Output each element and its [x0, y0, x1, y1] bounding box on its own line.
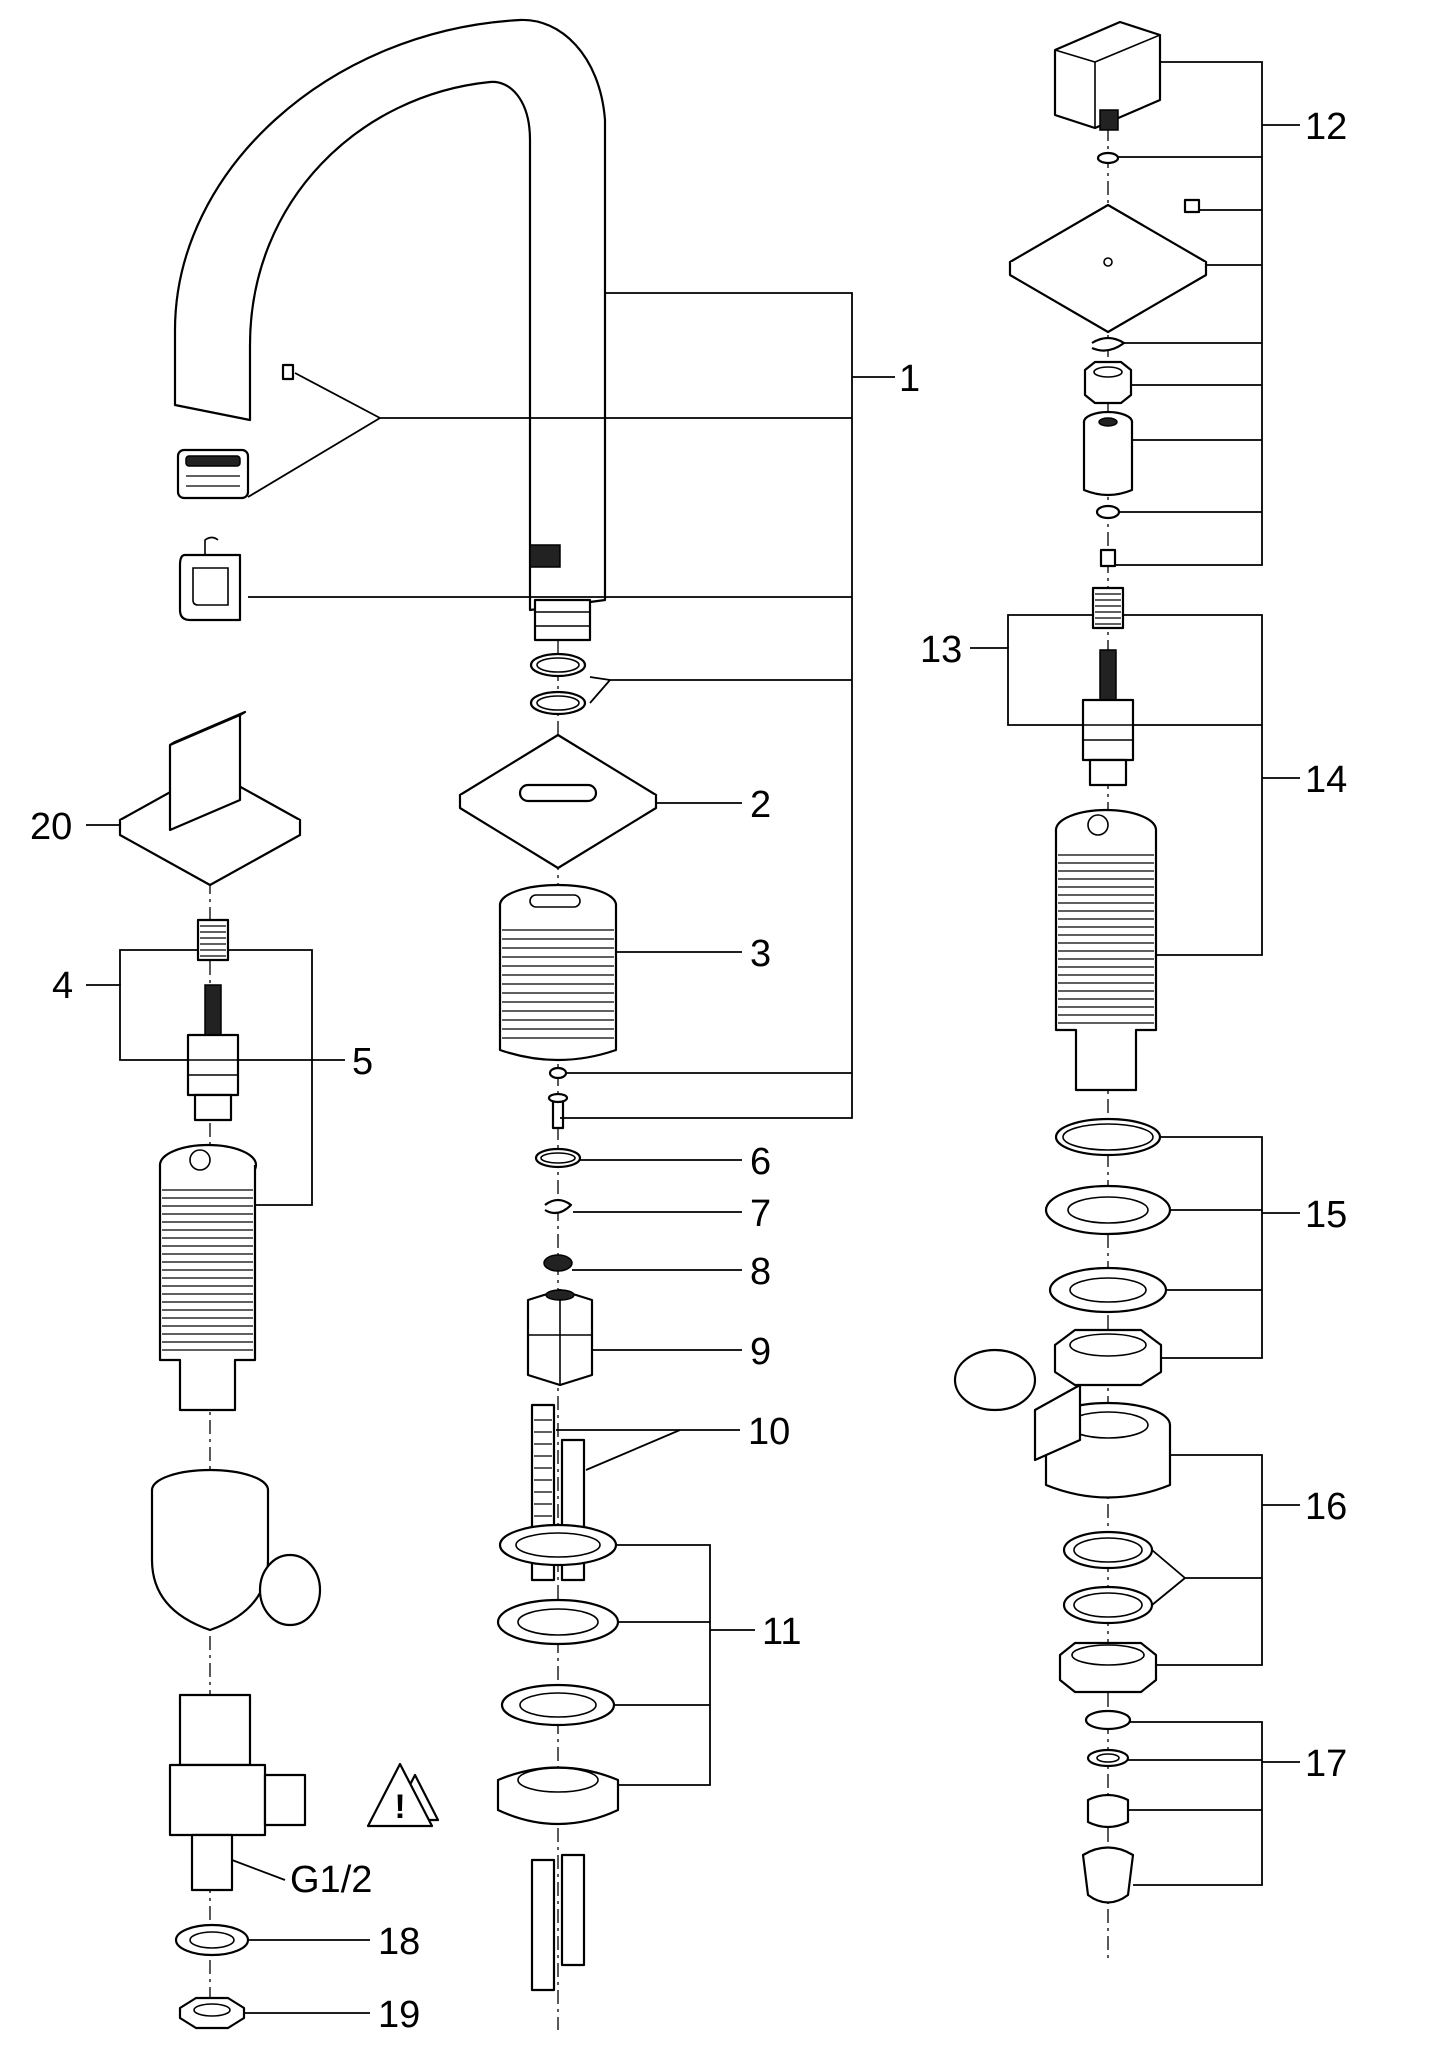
callout-5: 5: [352, 1041, 373, 1083]
brand-mark-icon: [529, 544, 561, 568]
right-clip: [1091, 336, 1126, 352]
warning-symbol: !: [394, 1788, 405, 1826]
right-hex-nut: [1083, 360, 1133, 405]
spout-o-rings: [529, 652, 587, 716]
callout-18: 18: [378, 1921, 420, 1963]
callout-7: 7: [750, 1193, 771, 1235]
left-tee-pipe: [168, 1693, 307, 1892]
callout-14: 14: [1305, 759, 1347, 801]
callout-12: 12: [1305, 106, 1347, 148]
spout: [173, 18, 607, 642]
callout-4: 4: [52, 965, 73, 1007]
check-valve-8: [543, 1254, 573, 1272]
right-small-washer: [1096, 151, 1120, 165]
callout-11: 11: [762, 1611, 801, 1653]
clip-7: [544, 1198, 573, 1215]
callout-3: 3: [750, 933, 771, 975]
callout-8: 8: [750, 1251, 771, 1293]
threaded-sleeve: [498, 883, 618, 1062]
callout-2: 2: [750, 784, 771, 826]
right-small-washer-2: [1095, 504, 1121, 520]
right-cover-plate: [1008, 203, 1208, 334]
right-compression-17: [1081, 1709, 1135, 1904]
leader-lines: [86, 61, 1300, 2014]
mounting-washers: [496, 1523, 620, 1826]
adapter-block: [526, 1288, 594, 1387]
lower-hoses: [530, 1853, 586, 1992]
left-handle: [118, 710, 302, 887]
right-cartridge: [1081, 649, 1135, 787]
left-spline-adapter: [196, 918, 230, 962]
callout-15: 15: [1305, 1194, 1347, 1236]
callout-16: 16: [1305, 1486, 1347, 1528]
right-elbow-16: [953, 1348, 1172, 1499]
base-plate: [458, 733, 658, 870]
callout-20: 20: [30, 806, 72, 848]
spout-set-screw: [281, 363, 295, 381]
right-handle-knob: [1053, 20, 1162, 131]
callout-17: 17: [1305, 1743, 1347, 1785]
right-washers-16: [1058, 1530, 1158, 1694]
nut-19: [178, 1996, 246, 2030]
right-spline-adapter: [1091, 586, 1125, 630]
warning-triangle-icon: !: [366, 1762, 440, 1828]
aerator-key: [178, 536, 242, 622]
o-ring-6: [534, 1147, 582, 1169]
callout-9: 9: [750, 1331, 771, 1373]
callout-labels: 1 2 3 4 5 6 7 8 9 10 11 12 13 14 15 16 1…: [30, 106, 1347, 2036]
callout-6: 6: [750, 1141, 771, 1183]
washer-18: [174, 1923, 250, 1957]
left-cartridge: [186, 984, 240, 1122]
small-screws-set: [547, 1066, 569, 1130]
callout-19: 19: [378, 1994, 420, 2036]
left-elbow-fitting: [150, 1468, 322, 1632]
left-valve-body: [158, 1143, 258, 1412]
right-set-screw: [1183, 198, 1201, 214]
callout-13: 13: [920, 629, 962, 671]
callout-1: 1: [899, 358, 920, 400]
thread-size-label: G1/2: [290, 1859, 372, 1901]
callout-10: 10: [748, 1411, 790, 1453]
right-washers-15: [1044, 1117, 1172, 1387]
aerator: [176, 448, 250, 500]
right-valve-body: [1054, 808, 1158, 1092]
right-spacer-sleeve: [1082, 410, 1134, 497]
right-pin: [1099, 548, 1117, 568]
